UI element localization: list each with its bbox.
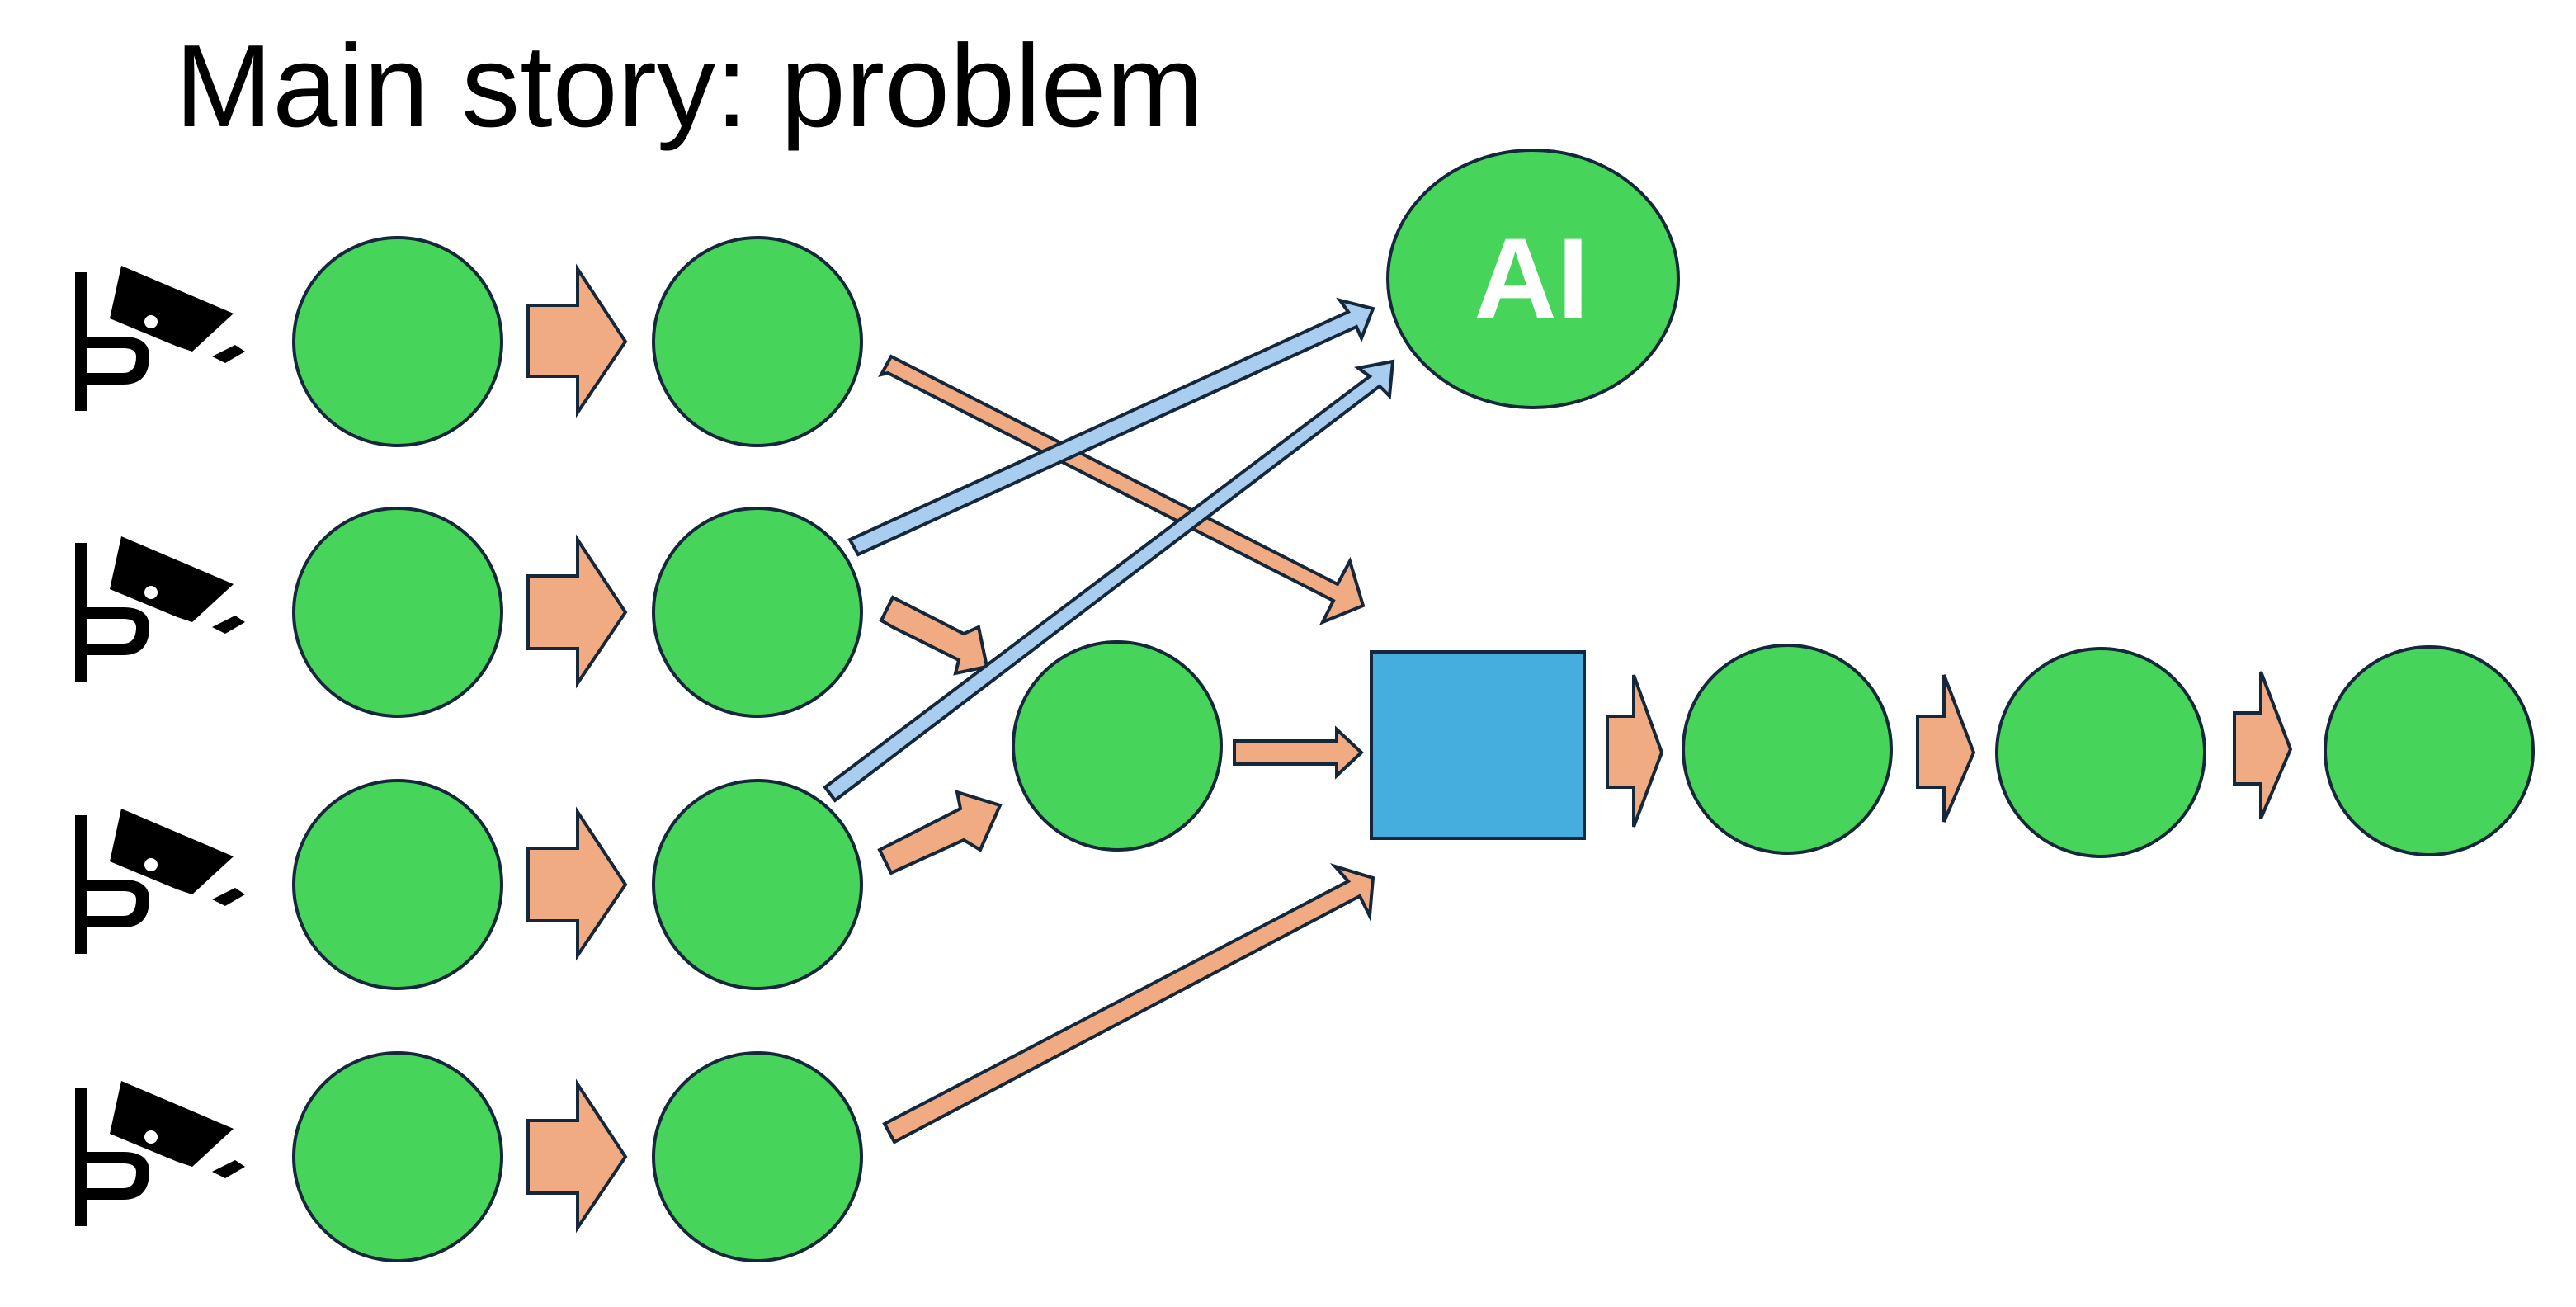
row2-security-camera-icon bbox=[75, 536, 245, 682]
row4-flow-arrow bbox=[526, 1078, 628, 1234]
output-node-2 bbox=[1995, 647, 2206, 858]
page-title: Main story: problem bbox=[175, 21, 1204, 152]
ai-node bbox=[1386, 149, 1680, 409]
output-node-3 bbox=[2324, 645, 2535, 856]
row3-to-merge-arrow bbox=[877, 790, 1003, 875]
row1-to-hub-arrow bbox=[878, 354, 1366, 625]
row2-node-2 bbox=[652, 507, 863, 718]
hub-output-arrow-2 bbox=[1916, 674, 1976, 823]
hub-box bbox=[1370, 650, 1586, 840]
row3-node-1 bbox=[292, 779, 503, 990]
row1-node-2 bbox=[652, 236, 863, 447]
merge-node bbox=[1012, 640, 1223, 852]
output-node-1 bbox=[1682, 644, 1893, 855]
row2-to-ai-arrow bbox=[847, 297, 1375, 557]
merge-to-hub-arrow bbox=[1233, 725, 1364, 780]
hub-output-arrow-3 bbox=[2233, 671, 2293, 819]
row2-to-merge-arrow bbox=[879, 595, 989, 676]
row3-flow-arrow bbox=[526, 806, 628, 961]
row1-security-camera-icon bbox=[75, 266, 245, 411]
row4-node-2 bbox=[652, 1051, 863, 1262]
row2-node-1 bbox=[292, 507, 503, 718]
row3-security-camera-icon bbox=[75, 809, 245, 954]
row2-flow-arrow bbox=[526, 534, 628, 689]
row3-node-2 bbox=[652, 779, 863, 990]
row1-node-1 bbox=[292, 236, 503, 447]
row3-to-ai-arrow bbox=[823, 359, 1395, 803]
row4-node-1 bbox=[292, 1051, 503, 1262]
row1-flow-arrow bbox=[526, 263, 628, 418]
ai-label: AI bbox=[1474, 214, 1589, 343]
hub-output-arrow-1 bbox=[1606, 674, 1664, 828]
row4-to-hub-arrow bbox=[882, 863, 1375, 1144]
row4-security-camera-icon bbox=[75, 1081, 245, 1226]
